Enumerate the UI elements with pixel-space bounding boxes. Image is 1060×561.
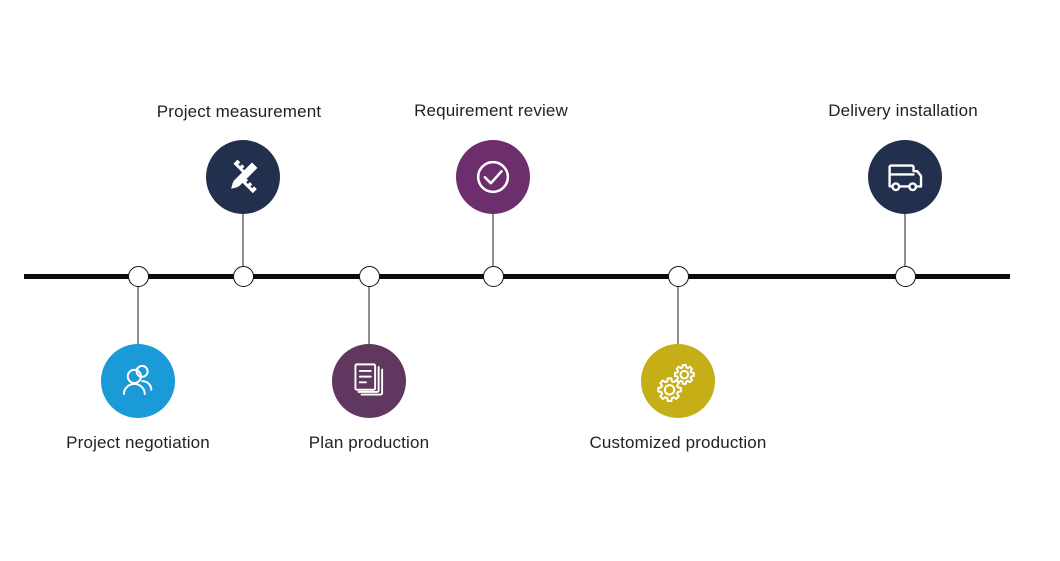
delivery-truck-icon [883,155,927,199]
step-icon-disc-6[interactable] [868,140,942,214]
step-icon-disc-4[interactable] [456,140,530,214]
step-icon-disc-3[interactable] [332,344,406,418]
axis-node-marker-2[interactable] [232,266,254,287]
connector-stem-2 [242,214,244,276]
axis-node-marker-4[interactable] [482,266,504,287]
documents-stack-icon [348,360,390,402]
connector-stem-1 [137,279,139,345]
gears-icon [655,358,701,404]
axis-node-marker-6[interactable] [894,266,916,287]
step-label-1: Project negotiation [66,433,210,452]
axis-node-marker-3[interactable] [358,266,380,287]
step-icon-disc-5[interactable] [641,344,715,418]
connector-stem-5 [677,279,679,345]
check-circle-icon [470,154,516,200]
step-label-6: Delivery installation [828,101,978,120]
step-icon-disc-1[interactable] [101,344,175,418]
users-group-icon [116,359,160,403]
connector-stem-4 [492,214,494,276]
connector-stem-6 [904,214,906,276]
step-label-2: Project measurement [156,102,322,121]
step-label-5: Customized production [589,433,767,452]
connector-stem-3 [368,279,370,345]
axis-node-marker-1[interactable] [127,266,149,287]
timeline-axis [24,274,1010,279]
axis-node-marker-5[interactable] [667,266,689,287]
step-label-4: Requirement review [414,101,568,120]
step-label-3: Plan production [308,433,430,452]
step-icon-disc-2[interactable] [206,140,280,214]
pencil-ruler-icon [221,155,265,199]
